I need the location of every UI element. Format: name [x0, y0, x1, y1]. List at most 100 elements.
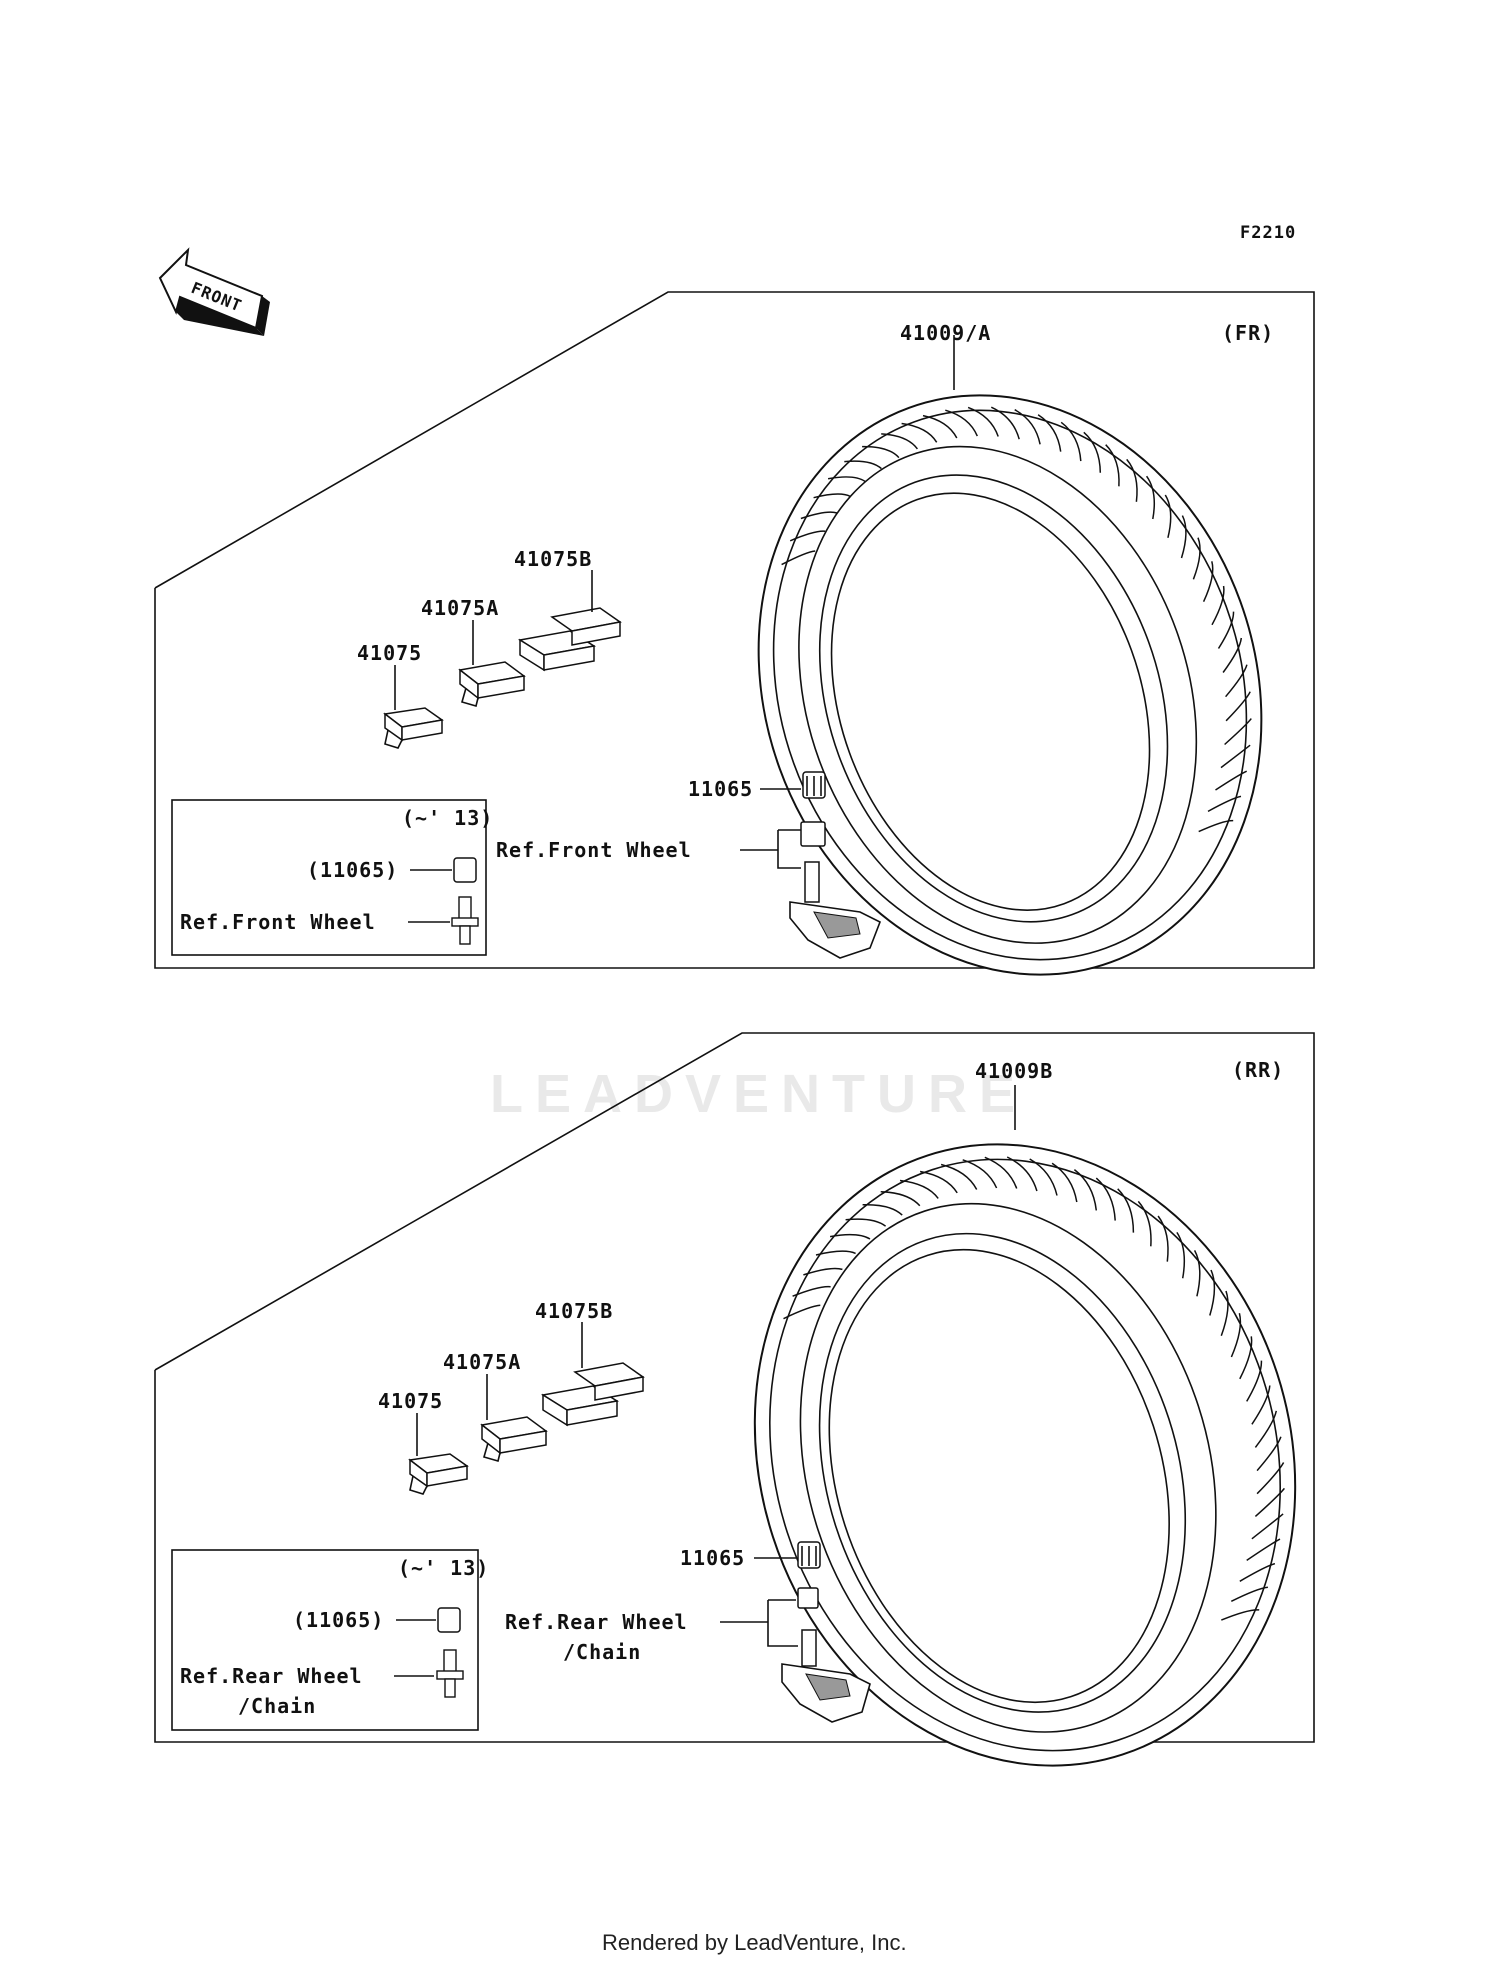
front-tread-mark: [1083, 431, 1102, 473]
front-tread-mark: [990, 406, 1020, 440]
rear-tread-mark: [792, 1285, 831, 1297]
rear-tread-mark: [1254, 1487, 1285, 1517]
rear-inset-cap-part[interactable]: (11065): [293, 1608, 384, 1632]
rear-tread-mark: [845, 1218, 887, 1227]
rear-tread-mark: [940, 1163, 978, 1190]
front-tread-mark: [1192, 537, 1201, 580]
front-tread-mark: [1145, 475, 1155, 520]
front-tread-mark: [967, 406, 999, 437]
rear-valve-cap-icon: [797, 1541, 821, 1569]
rear-weight-label-41075b[interactable]: 41075B: [535, 1299, 613, 1323]
front-tire-part-number[interactable]: 41009/A: [900, 321, 991, 345]
rear-inset-cap-icon: [437, 1607, 461, 1633]
front-panel: (FR) 41009/A 41075: [154, 291, 1315, 976]
front-tread-mark: [922, 414, 958, 439]
rear-tread-mark: [1230, 1313, 1242, 1358]
front-weight-41075-icon: [383, 707, 444, 749]
rear-tread-mark: [1220, 1290, 1229, 1337]
rear-weight-41075a-icon: [480, 1416, 548, 1462]
rear-tread-mark: [1251, 1513, 1284, 1540]
front-tread-mark: [945, 409, 978, 437]
rear-tire-part-number[interactable]: 41009B: [975, 1059, 1053, 1083]
rear-weight-label-41075[interactable]: 41075: [378, 1389, 443, 1413]
rear-valve-stem-icon: [781, 1587, 871, 1723]
front-tread-mark: [1207, 795, 1242, 813]
rear-tread-mark: [1254, 1410, 1278, 1448]
front-tread-mark: [1225, 664, 1248, 698]
watermark: LEADVENTURE: [490, 1064, 1027, 1124]
rear-tread-mark: [1209, 1269, 1216, 1316]
front-valve-stem-icon: [789, 821, 882, 959]
rear-tread-mark: [1230, 1586, 1268, 1602]
rear-tread-mark: [1246, 1360, 1263, 1402]
rear-tread-mark: [1006, 1156, 1038, 1192]
rear-tread-mark: [1256, 1436, 1282, 1472]
rear-tread-mark: [1029, 1158, 1058, 1196]
rear-tread-mark: [1239, 1336, 1253, 1380]
front-panel-frame: [154, 291, 1315, 969]
rear-inset-ref-line1[interactable]: Ref.Rear Wheel: [180, 1664, 363, 1688]
front-inset-ref[interactable]: Ref.Front Wheel: [180, 910, 376, 934]
front-tread-mark: [813, 493, 851, 499]
rear-tread-mark: [803, 1267, 843, 1276]
front-position-tag: (FR): [1222, 321, 1274, 345]
rear-inset: (~' 13) (11065) Ref.Rear Wheel /Chain: [171, 1549, 488, 1731]
front-inset-valve-icon: [451, 896, 479, 945]
front-tread-mark: [1224, 718, 1252, 746]
rear-tread-mark: [1117, 1188, 1135, 1233]
rear-tread-mark: [1157, 1215, 1169, 1262]
front-valve-ref[interactable]: Ref.Front Wheel: [496, 838, 692, 862]
front-valve-cap-part-number[interactable]: 11065: [688, 777, 753, 801]
front-weight-label-41075a[interactable]: 41075A: [421, 596, 499, 620]
front-tread-mark: [1220, 744, 1251, 769]
rear-position-tag: (RR): [1232, 1058, 1284, 1082]
front-tread-mark: [1180, 515, 1187, 559]
front-tread-mark: [789, 530, 826, 542]
front-tread-mark: [1105, 444, 1120, 487]
front-weight-41075b-icon: [517, 607, 622, 672]
rear-tread-mark: [815, 1250, 856, 1256]
front-weight-label-41075[interactable]: 41075: [357, 641, 422, 665]
rear-tread-mark: [1246, 1538, 1281, 1562]
rear-tread-mark: [1095, 1177, 1116, 1221]
figure-code: F2210: [1240, 223, 1296, 243]
front-tire-icon: [757, 394, 1263, 976]
front-tread-mark: [1126, 458, 1138, 502]
rear-tread-mark: [1239, 1562, 1276, 1582]
front-tread-mark: [800, 511, 838, 520]
rear-tread-mark: [1221, 1609, 1260, 1621]
rear-tread-mark: [829, 1233, 871, 1240]
front-tread-mark: [1014, 409, 1041, 445]
rear-tread-mark: [1256, 1462, 1285, 1495]
front-inset-years: (~' 13): [402, 806, 493, 830]
front-inset-cap-part[interactable]: (11065): [307, 858, 398, 882]
front-tread-mark: [1211, 585, 1225, 626]
rear-weight-label-41075a[interactable]: 41075A: [443, 1350, 521, 1374]
rear-inset-ref-line2[interactable]: /Chain: [238, 1694, 316, 1718]
front-tread-mark: [862, 445, 900, 459]
front-inset: (~' 13) (11065) Ref.Front Wheel: [171, 799, 493, 956]
rear-valve-cap-part-number[interactable]: 11065: [680, 1546, 745, 1570]
front-tread-mark: [827, 476, 866, 483]
front-inset-cap-icon: [453, 857, 477, 883]
footer-credit: Rendered by LeadVenture, Inc.: [602, 1930, 907, 1955]
rear-tread-mark: [899, 1179, 939, 1199]
rear-weight-41075-icon: [408, 1453, 469, 1495]
front-weight-label-41075b[interactable]: 41075B: [514, 547, 592, 571]
front-tread-mark: [1217, 611, 1235, 649]
rear-tread-mark: [1073, 1169, 1098, 1211]
rear-valve-ref-line2[interactable]: /Chain: [563, 1640, 641, 1664]
front-tread-mark: [1198, 819, 1234, 833]
rear-valve-ref-line1[interactable]: Ref.Rear Wheel: [505, 1610, 688, 1634]
rear-tread-mark: [783, 1304, 821, 1320]
rear-tread-mark: [984, 1156, 1018, 1189]
rear-weight-41075b-icon: [540, 1362, 645, 1427]
rear-tread-mark: [919, 1170, 958, 1194]
front-tread-mark: [844, 460, 882, 470]
rear-tread-mark: [1137, 1200, 1152, 1247]
rear-tire-icon: [753, 1143, 1297, 1767]
front-tread-mark: [1222, 637, 1243, 673]
front-tread-mark: [1037, 414, 1062, 452]
rear-tread-mark: [1193, 1250, 1201, 1297]
